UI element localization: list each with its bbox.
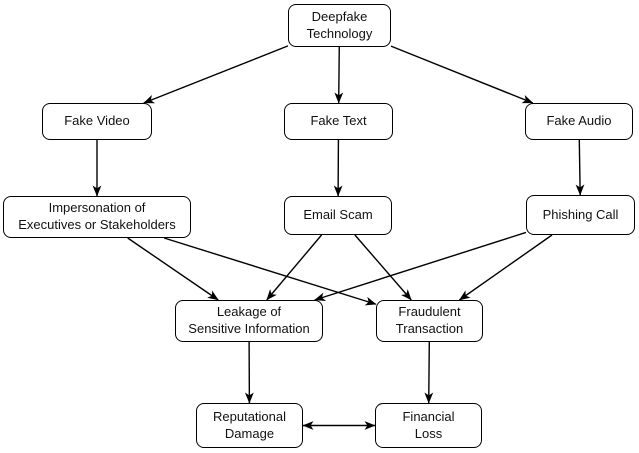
edge-fraudulent-to-financial bbox=[424, 341, 434, 404]
edge-impersonation-to-leakage bbox=[127, 237, 219, 301]
node-leakage: Leakage of Sensitive Information bbox=[175, 300, 323, 342]
edge-phishing-call-to-leakage bbox=[314, 231, 527, 301]
node-deepfake-technology: Deepfake Technology bbox=[288, 4, 391, 47]
node-phishing-call: Phishing Call bbox=[526, 195, 635, 235]
node-label-fake-audio: Fake Audio bbox=[546, 113, 612, 129]
edge-deepfake-technology-to-fake-audio bbox=[390, 45, 534, 104]
edge-impersonation-to-fraudulent bbox=[163, 237, 377, 306]
node-fake-audio: Fake Audio bbox=[525, 103, 633, 140]
node-label-email-scam: Email Scam bbox=[303, 207, 373, 223]
node-label-fake-text: Fake Text bbox=[310, 113, 367, 129]
node-label-fake-video: Fake Video bbox=[64, 113, 130, 129]
node-label-leakage: Leakage of Sensitive Information bbox=[188, 304, 310, 336]
node-email-scam: Email Scam bbox=[284, 196, 392, 235]
node-fraudulent: Fraudulent Transaction bbox=[376, 300, 483, 342]
node-impersonation: Impersonation of Executives or Stakehold… bbox=[3, 196, 191, 238]
node-reputational: Reputational Damage bbox=[196, 403, 303, 448]
node-label-impersonation: Impersonation of Executives or Stakehold… bbox=[18, 200, 176, 232]
edge-email-scam-to-leakage bbox=[266, 234, 323, 301]
edge-fake-audio-to-phishing-call bbox=[575, 139, 585, 196]
edge-deepfake-technology-to-fake-text bbox=[334, 46, 344, 104]
edge-email-scam-to-fraudulent bbox=[354, 234, 412, 301]
edge-deepfake-technology-to-fake-video bbox=[143, 45, 289, 104]
node-label-financial: Financial Loss bbox=[402, 408, 455, 441]
node-fake-text: Fake Text bbox=[284, 103, 393, 140]
node-label-phishing-call: Phishing Call bbox=[542, 206, 619, 222]
node-label-reputational: Reputational Damage bbox=[213, 408, 286, 441]
node-fake-video: Fake Video bbox=[42, 103, 152, 140]
node-label-fraudulent: Fraudulent Transaction bbox=[395, 304, 464, 336]
node-label-deepfake-technology: Deepfake Technology bbox=[306, 8, 373, 41]
edge-phishing-call-to-fraudulent bbox=[459, 234, 553, 301]
node-financial: Financial Loss bbox=[375, 403, 482, 448]
